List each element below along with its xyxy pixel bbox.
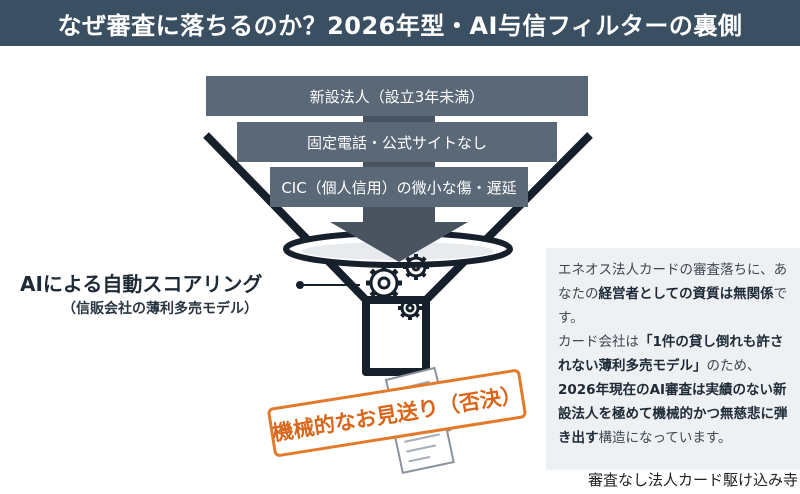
watermark: 審査なし法人カード駆け込み寺 bbox=[587, 471, 798, 489]
info-text: エネオス法人カードの審査落ちに、あなたの bbox=[558, 262, 788, 302]
filter-label-3: CIC（個人信用）の微小な傷・遅延 bbox=[281, 178, 517, 197]
gear-icon bbox=[366, 254, 429, 320]
filter-bar-3 bbox=[270, 167, 528, 207]
filter-label-1: 新設法人（設立3年未満） bbox=[309, 87, 485, 106]
ai-scoring-subtitle: （信販会社の薄利多売モデル） bbox=[62, 301, 258, 317]
filter-bar-2 bbox=[237, 122, 557, 162]
info-text: です。 bbox=[558, 286, 788, 326]
info-text: カード会社は bbox=[558, 334, 639, 350]
info-emphasis: 経営者としての資質は無関係 bbox=[598, 286, 774, 302]
page-title: なぜ審査に落ちるのか？2026年型・AI与信フィルターの裏側 bbox=[57, 11, 743, 40]
header-bar: なぜ審査に落ちるのか？2026年型・AI与信フィルターの裏側 bbox=[0, 0, 800, 46]
info-paragraph-2: カード会社は「1件の貸し倒れも許されない薄利多売モデル」のため、 2026年現在の… bbox=[558, 330, 792, 450]
ai-scoring-title: AIによる自動スコアリング bbox=[20, 272, 263, 296]
filter-label-2: 固定電話・公式サイトなし bbox=[306, 133, 487, 152]
info-emphasis: 2026年現在のAI審査は実績のない新設法人を極めて機械的かつ無慈悲に弾き出す bbox=[558, 382, 788, 446]
filter-bar-1 bbox=[206, 76, 588, 116]
info-paragraph-1: エネオス法人カードの審査落ちに、あなたの経営者としての資質は無関係です。 bbox=[558, 258, 792, 330]
info-text: 構造になっています。 bbox=[598, 430, 732, 446]
ai-connector bbox=[296, 281, 360, 289]
info-box: エネオス法人カードの審査落ちに、あなたの経営者としての資質は無関係です。 カード… bbox=[546, 248, 800, 470]
info-text: のため、 bbox=[706, 358, 761, 374]
info-emphasis: 「1件の貸し倒れも許されない薄利多売モデル」 bbox=[558, 334, 784, 374]
funnel-diagram bbox=[203, 76, 593, 475]
